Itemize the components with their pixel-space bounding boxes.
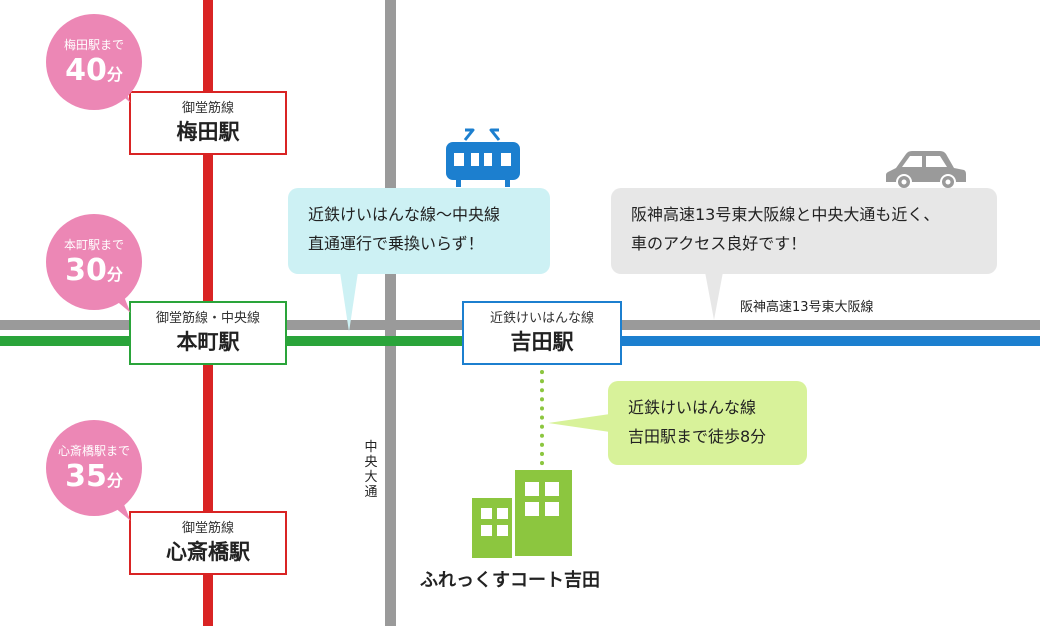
callout-car-access: 阪神高速13号東大阪線と中央大通も近く、 車のアクセス良好です！ (611, 188, 997, 274)
callout-direct-train: 近鉄けいはんな線～中央線 直通運行で乗換いらず！ (288, 188, 550, 274)
station-line-name: 御堂筋線 (181, 101, 234, 116)
station-line-name: 御堂筋線 (181, 521, 234, 536)
time-bubble-destination: 本町駅まで (63, 238, 124, 252)
callout-text: 近鉄けいはんな線～中央線 (308, 205, 501, 224)
station-line-name: 近鉄けいはんな線 (489, 311, 594, 326)
car-icon (886, 151, 966, 190)
time-bubble-destination: 梅田駅まで (63, 38, 124, 52)
station-yoshida: 近鉄けいはんな線 吉田駅 (462, 301, 622, 365)
station-honmachi: 御堂筋線・中央線 本町駅 (129, 301, 287, 365)
station-name: 梅田駅 (176, 120, 240, 144)
time-bubble-minutes: 40分 (65, 53, 123, 88)
station-umeda: 御堂筋線 梅田駅 (129, 91, 287, 155)
callout-text: 吉田駅まで徒歩8分 (628, 427, 767, 446)
station-line-name: 御堂筋線・中央線 (155, 311, 260, 326)
callout-tail (548, 414, 610, 432)
callout-text: 阪神高速13号東大阪線と中央大通も近く、 (631, 205, 940, 224)
time-bubble-minutes: 30分 (65, 253, 123, 288)
callout-walk-time: 近鉄けいはんな線 吉田駅まで徒歩8分 (608, 381, 807, 465)
callout-tail (705, 272, 723, 320)
callout-text: 直通運行で乗換いらず！ (308, 234, 484, 253)
station-shinsaibashi: 御堂筋線 心斎橋駅 (129, 511, 287, 575)
expressway-label: 阪神高速13号東大阪線 (740, 300, 874, 315)
time-bubble-umeda: 梅田駅まで 40分 (46, 14, 142, 110)
callout-tail (340, 272, 358, 332)
destination-name: ふれっくすコート吉田 (420, 570, 600, 591)
building-icon (472, 468, 574, 558)
station-name: 心斎橋駅 (166, 540, 250, 564)
keihanna-line (620, 336, 1040, 346)
station-name: 吉田駅 (510, 330, 574, 354)
time-bubble-destination: 心斎橋駅まで (57, 444, 130, 458)
chuo-odori-label: 中央大通 (364, 440, 378, 500)
time-bubble-minutes: 35分 (65, 459, 123, 494)
train-icon (446, 128, 520, 187)
time-bubble-shinsaibashi: 心斎橋駅まで 35分 (46, 420, 142, 516)
callout-text: 車のアクセス良好です！ (631, 234, 807, 253)
walking-path (540, 370, 544, 468)
time-bubble-honmachi: 本町駅まで 30分 (46, 214, 142, 310)
station-name: 本町駅 (176, 330, 240, 354)
callout-text: 近鉄けいはんな線 (628, 398, 757, 417)
chuo-odori-road (385, 0, 396, 626)
